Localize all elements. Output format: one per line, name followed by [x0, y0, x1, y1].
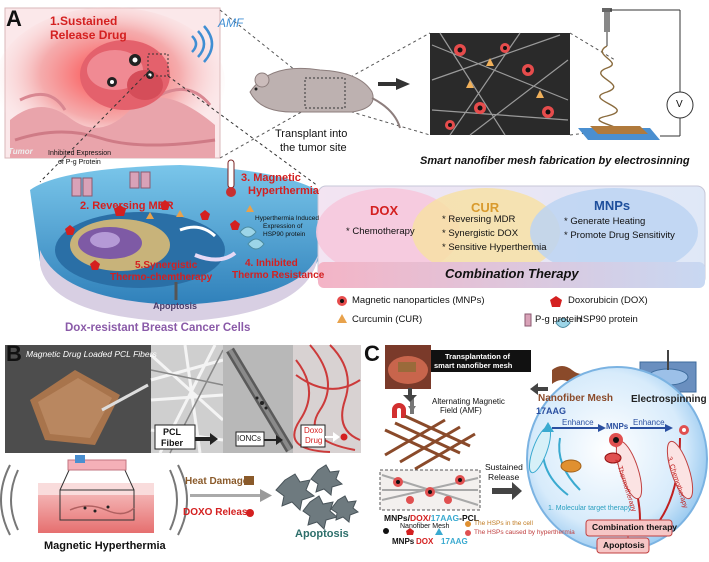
apoptosis-box: Apoptosis [603, 540, 645, 550]
reversing-mdr-label: 2. Reversing MDR [80, 200, 174, 212]
combo-cur-title: CUR [471, 200, 500, 215]
molecular-therapy-label: 1. Molecular target therapy [548, 505, 632, 512]
tumor-label: Tumor [8, 147, 33, 156]
legend-hsp: HSP90 protein [576, 314, 638, 325]
fabrication-caption: Smart nanofiber mesh fabrication by elec… [420, 155, 690, 167]
legend-mnps-c: MNPs [392, 537, 415, 546]
combo-mnp-title: MNPs [594, 198, 631, 213]
amf-label-2: Field (AMF) [440, 406, 482, 415]
enhance-label-1: Enhance [562, 418, 594, 427]
combo-cur-item-3: * Sensitive Hyperthermia [442, 242, 547, 253]
sustained-label-1: Sustained [485, 462, 523, 472]
transplant-label-line1: Transplant into [275, 128, 348, 140]
magnetic-hyperthermia-label-1: 3. Magnetic [241, 172, 301, 184]
heat-damage-label: Heat Damage [185, 476, 249, 487]
magnetic-hyperthermia-label-2: Hyperthermia [248, 185, 319, 197]
legend-pg: P-g protein [535, 314, 582, 325]
synergistic-label-2: Thermo-chemtherapy [110, 272, 213, 283]
mesh-composition-label: MNPs/DOX/17AAG-PCL [384, 513, 479, 523]
transplantation-label-2: smart nanofiber mesh [434, 361, 513, 370]
hsp-label-3: HSP90 protein [263, 231, 306, 238]
combo-dox-item: * Chemotherapy [346, 226, 415, 237]
electrospinning-label: Electrospinning [631, 394, 707, 405]
combo-cur-item-2: * Synergistic DOX [442, 228, 519, 239]
legend-dox-c: DOX [416, 537, 434, 546]
combination-therapy-banner: Combination Therapy [445, 266, 579, 281]
cell-caption: Dox-resistant Breast Cancer Cells [65, 322, 251, 334]
release-drug-label: Release Drug [50, 28, 127, 42]
doxo-release-label: DOXO Release [183, 507, 254, 518]
mnps-label-c: MNPs [606, 422, 629, 431]
magnetic-hyperthermia-caption: Magnetic Hyperthermia [44, 540, 166, 552]
legend-hsp-hyperthermia: The HSPs caused by hyperthermia [474, 529, 575, 536]
aag-label: 17AAG [536, 406, 567, 416]
ionc-label: IONCs [237, 434, 261, 443]
pcl-label-2: Fiber [161, 438, 184, 448]
amf-label: AMF [218, 16, 244, 30]
nanofiber-mesh-label: Nanofiber Mesh [538, 393, 614, 404]
transplant-label-line2: the tumor site [280, 142, 347, 154]
hsp-label-2: Expression of [263, 223, 303, 230]
doxo-label-1: Doxo [304, 426, 323, 435]
sustained-release-label: 1.Sustained [50, 14, 118, 28]
legend-dox: Doxorubicin (DOX) [568, 295, 648, 306]
inhibited-resistance-label-1: 4. Inhibited [245, 258, 298, 269]
panel-c-letter: C [364, 341, 380, 366]
apoptosis-label-a: Apoptosis [153, 301, 197, 311]
voltage-icon: V [676, 99, 683, 110]
panel-b-letter: B [6, 341, 22, 366]
synergistic-label-1: 5.Synergistic [135, 260, 198, 271]
combo-cur-item-1: * Reversing MDR [442, 214, 516, 225]
enhance-label-2: Enhance [633, 418, 665, 427]
inhibited-resistance-label-2: Thermo Resistance [232, 270, 325, 281]
legend-hsp-cell: The HSPs in the cell [474, 520, 533, 527]
combination-therapy-box: Combination therapy [592, 522, 678, 532]
amf-label-1: Alternating Magnetic [432, 397, 505, 406]
pcl-fibers-title: Magnetic Drug Loaded PCL Fibers [26, 349, 157, 359]
legend-cur: Curcumin (CUR) [352, 314, 423, 325]
transplantation-label-1: Transplantation of [445, 352, 511, 361]
legend-mnps: Magnetic nanoparticles (MNPs) [352, 295, 485, 306]
apoptosis-label-b: Apoptosis [295, 528, 349, 540]
sustained-label-2: Release [488, 472, 520, 482]
doxo-label-2: Drug [305, 436, 323, 445]
combo-dox-title: DOX [370, 203, 399, 218]
legend-17aag-c: 17AAG [441, 537, 468, 546]
combo-mnp-item-1: * Generate Heating [564, 216, 646, 227]
combo-mnp-item-2: * Promote Drug Sensitivity [564, 230, 675, 241]
pcl-label-1: PCL [163, 427, 181, 437]
panel-a-letter: A [6, 6, 22, 31]
inhibited-expression-label-2: of P-g Protein [58, 159, 101, 166]
mesh-sub-label: Nanofiber Mesh [400, 523, 450, 530]
hsp-label-1: Hyperthermia Induced [255, 215, 319, 222]
inhibited-expression-label-1: Inhibited Expression [48, 150, 112, 157]
